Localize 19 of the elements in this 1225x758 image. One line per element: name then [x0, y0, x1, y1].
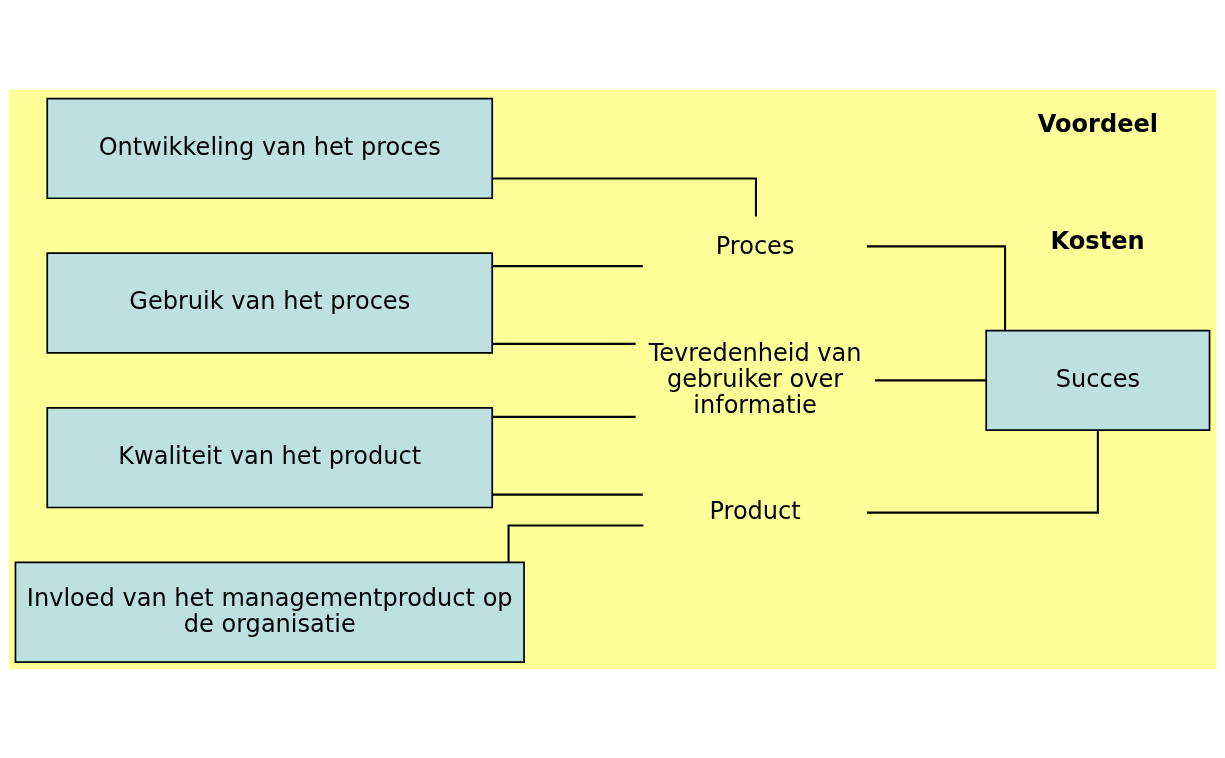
connector — [866, 244, 1007, 330]
node-box: Ontwikkeling van het proces — [46, 97, 494, 199]
connector — [875, 378, 987, 381]
connector — [492, 264, 643, 267]
connector — [492, 176, 757, 217]
node-box: Succes — [985, 329, 1211, 431]
node-text: Proces — [715, 231, 795, 260]
label: Voordeel — [1037, 109, 1159, 138]
connector — [492, 342, 636, 345]
node-box: Invloed van het managementproduct op de organisatie — [14, 561, 525, 663]
connector — [492, 493, 643, 496]
connector — [866, 429, 1099, 514]
node-text: Product — [709, 496, 801, 525]
connector — [507, 524, 644, 562]
connector — [492, 415, 636, 418]
node-text: Tevredenheid van gebruiker over informatie — [648, 338, 862, 418]
label: Kosten — [1050, 226, 1145, 255]
node-box: Kwaliteit van het product — [46, 406, 494, 508]
node-box: Gebruik van het proces — [46, 251, 494, 354]
